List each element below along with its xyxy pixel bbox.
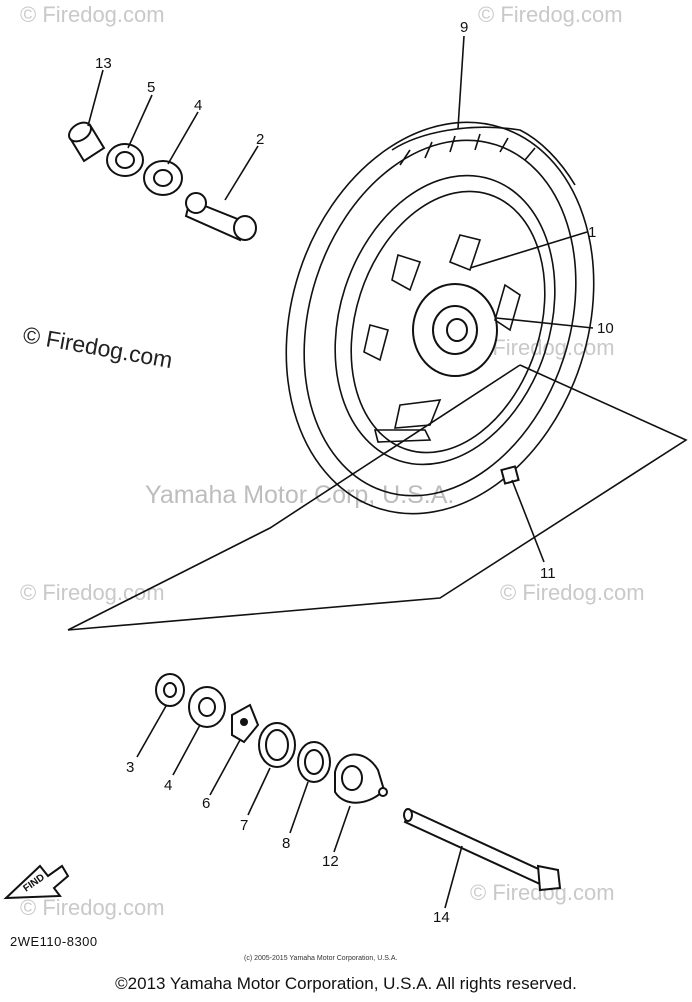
callout-8: 8: [282, 835, 290, 852]
callout-4-upper: 4: [194, 97, 202, 114]
watermark-layer: © Firedog.com © Firedog.com © Firedog.co…: [20, 2, 645, 920]
callout-13: 13: [95, 55, 112, 72]
callout-10: 10: [597, 320, 614, 337]
watermark-firedog-bottom-left: © Firedog.com: [20, 895, 165, 920]
assembly-bracket-lines: [67, 364, 688, 631]
small-copyright: (c) 2005-2015 Yamaha Motor Corporation, …: [244, 955, 397, 962]
part-7-oil-seal: [258, 722, 296, 768]
callout-4-lower: 4: [164, 777, 172, 794]
find-arrow-icon: FIND: [3, 864, 70, 900]
part-12-speedometer-gear: [334, 753, 388, 804]
watermark-firedog-dark: © Firedog.com: [21, 321, 174, 373]
callout-9: 9: [460, 19, 468, 36]
part-4-bearing-upper: [143, 160, 183, 196]
watermark-firedog-top-right: © Firedog.com: [478, 2, 623, 27]
part-3-washer: [155, 673, 185, 707]
part-2-spacer: [184, 192, 257, 242]
callout-7: 7: [240, 817, 248, 834]
part-5-bearing: [106, 143, 144, 177]
footer-copyright: ©2013 Yamaha Motor Corporation, U.S.A. A…: [115, 974, 577, 993]
callout-2: 2: [256, 131, 264, 148]
part-14-axle: [403, 808, 562, 892]
callout-11: 11: [540, 565, 556, 582]
leader-lines: [87, 35, 594, 909]
callout-5: 5: [147, 79, 155, 96]
callout-12: 12: [322, 853, 339, 870]
parts-diagram: © Firedog.com © Firedog.com © Firedog.co…: [3, 2, 688, 962]
callout-6: 6: [202, 795, 210, 812]
part-9-tire-and-wheel: [285, 121, 595, 515]
drawing-code: 2WE110-8300: [10, 934, 98, 949]
watermark-firedog-right: © Firedog.com: [500, 580, 645, 605]
callout-1: 1: [588, 224, 596, 241]
callout-14: 14: [433, 909, 450, 926]
part-6-retainer: [231, 703, 260, 744]
callout-3: 3: [126, 759, 134, 776]
part-13-collar: [68, 121, 106, 163]
part-4-bearing-lower: [188, 686, 226, 728]
part-8-ring: [297, 741, 331, 783]
watermark-firedog-top-left: © Firedog.com: [20, 2, 165, 27]
